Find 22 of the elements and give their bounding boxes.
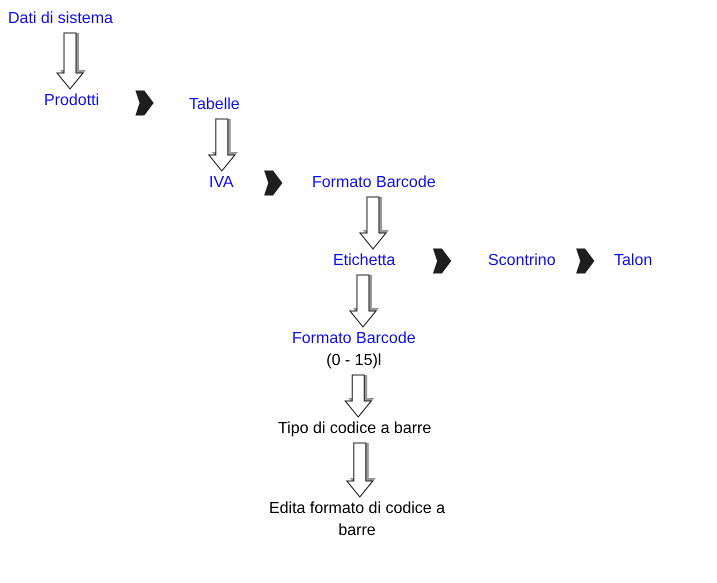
menu-label: IVA bbox=[209, 173, 234, 193]
block-arrow bbox=[358, 196, 389, 250]
chevron-arrow bbox=[432, 248, 452, 274]
menu-label: Dati di sistema bbox=[8, 9, 113, 29]
menu-label: Prodotti bbox=[44, 91, 100, 111]
chevron-arrow bbox=[576, 248, 594, 274]
menu-label: Talon bbox=[614, 251, 652, 271]
chevron-arrow bbox=[135, 90, 154, 116]
chevron-arrow bbox=[264, 170, 282, 196]
menu-label: Scontrino bbox=[488, 251, 556, 271]
menu-label: Tipo di codice a barre bbox=[278, 419, 432, 439]
menu-label: Etichetta bbox=[333, 251, 396, 271]
menu-label: Tabelle bbox=[189, 95, 240, 115]
block-arrow bbox=[344, 374, 374, 418]
block-arrow bbox=[56, 32, 86, 90]
menu-label: Formato Barcode bbox=[292, 329, 416, 349]
menu-label: Formato Barcode bbox=[312, 173, 436, 193]
block-arrow bbox=[208, 118, 238, 172]
block-arrow bbox=[346, 442, 376, 498]
range-note: (0 - 15)l bbox=[325, 351, 382, 371]
menu-label: Edita formato di codice a barre bbox=[268, 499, 446, 541]
block-arrow bbox=[348, 274, 379, 328]
